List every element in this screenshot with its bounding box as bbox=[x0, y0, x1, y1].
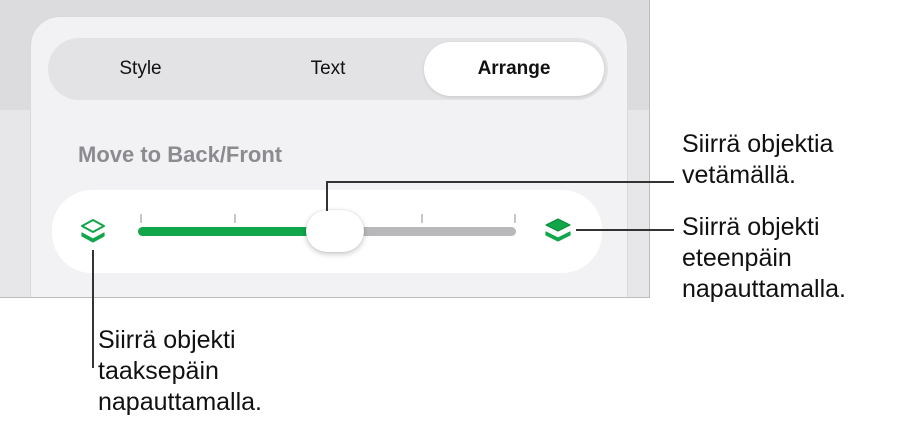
slider-track-fill bbox=[138, 227, 327, 236]
callout-front-line2: eteenpäin bbox=[682, 244, 792, 272]
callout-drag-line2: vetämällä. bbox=[682, 161, 796, 189]
callout-front-line3: napauttamalla. bbox=[682, 275, 847, 303]
screenshot-crop: Style Text Arrange Move to Back/Front bbox=[0, 0, 650, 298]
callout-line-front bbox=[576, 229, 674, 231]
tab-arrange[interactable]: Arrange bbox=[424, 42, 604, 96]
slider-tick bbox=[514, 214, 516, 223]
callout-drag-line1: Siirrä objektia bbox=[682, 130, 834, 158]
callout-drag: Siirrä objektia vetämällä. bbox=[682, 129, 833, 191]
callout-line-drag-vertical bbox=[326, 181, 328, 211]
slider-tick bbox=[421, 214, 423, 223]
slider-thumb[interactable] bbox=[306, 210, 364, 252]
callout-back: Siirrä objekti taaksepäin napauttamalla. bbox=[98, 325, 262, 418]
tab-style[interactable]: Style bbox=[119, 58, 162, 79]
layers-back-icon[interactable] bbox=[76, 216, 110, 250]
callout-line-back bbox=[92, 250, 94, 368]
callout-front: Siirrä objekti eteenpäin napauttamalla. bbox=[682, 212, 846, 305]
layers-front-icon[interactable] bbox=[540, 213, 576, 249]
slider-tick bbox=[234, 214, 236, 223]
callout-back-line3: napauttamalla. bbox=[98, 388, 263, 416]
tab-text[interactable]: Text bbox=[310, 58, 346, 79]
callout-front-line1: Siirrä objekti bbox=[682, 213, 820, 241]
callout-back-line2: taaksepäin bbox=[98, 357, 219, 385]
section-title: Move to Back/Front bbox=[78, 142, 283, 167]
tab-bar: Style Text Arrange bbox=[48, 38, 608, 100]
slider-tick bbox=[140, 214, 142, 223]
callout-back-line1: Siirrä objekti bbox=[98, 326, 236, 354]
callout-line-drag-horizontal bbox=[326, 181, 674, 183]
